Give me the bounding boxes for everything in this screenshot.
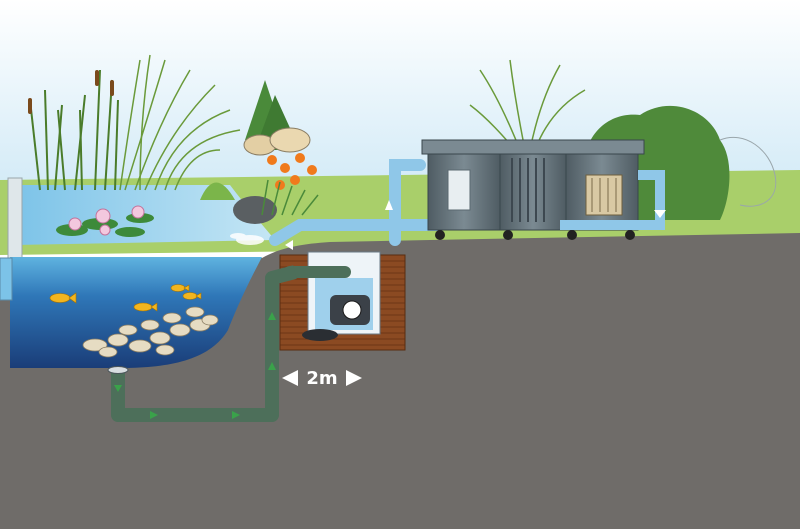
suction-pipe: [111, 265, 297, 422]
pump-pit: [279, 251, 406, 351]
filter-system: [421, 139, 665, 240]
distance-arrow-icon: [282, 370, 362, 386]
orange-flowers: [267, 153, 317, 190]
bottom-drain-icon: [107, 366, 129, 374]
water-lily-icon: [56, 205, 154, 237]
cattail-heads: [28, 70, 114, 114]
fish-icon: [49, 284, 202, 312]
pump-icon: [330, 295, 370, 325]
pond-side-wall: [0, 257, 13, 301]
pond-bottom-rocks: [82, 306, 219, 358]
water-splash: [230, 233, 264, 245]
flow-arrow-icon: [114, 312, 276, 419]
reed-grass-left: [119, 54, 241, 191]
reed-plant-icon: [29, 69, 119, 191]
shrub-icon: [200, 80, 311, 224]
shore-plants: [261, 179, 319, 216]
pond-body: [10, 257, 262, 368]
hedge-outline: [719, 136, 777, 207]
pond-rim: [7, 177, 23, 259]
return-pipe: [269, 159, 446, 246]
flow-arrows-clean: [285, 200, 666, 250]
distance-label: 2m: [306, 368, 337, 389]
